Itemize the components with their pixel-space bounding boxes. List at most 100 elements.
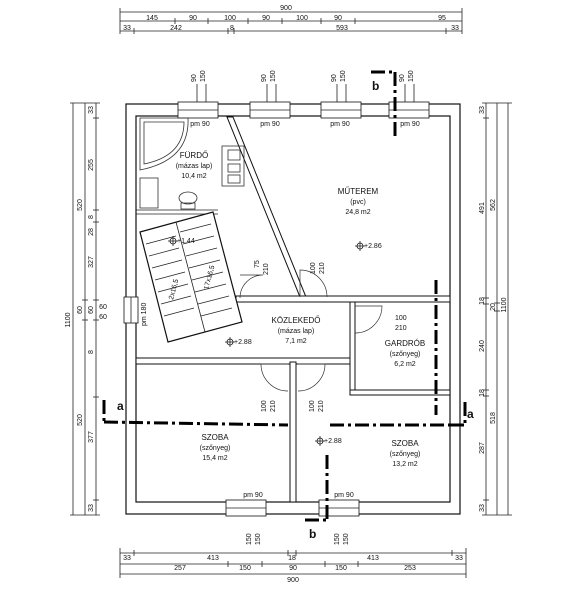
dim-top-segment: 100 bbox=[296, 15, 308, 22]
interior-walls bbox=[135, 116, 451, 503]
room-name: SZOBA bbox=[201, 433, 229, 442]
dim-bottom-segment: 150 bbox=[335, 565, 347, 572]
window bbox=[249, 101, 291, 119]
dim-top-segment: 90 bbox=[262, 15, 270, 22]
window-label: pm 90 bbox=[260, 121, 280, 128]
window-dim: 90 bbox=[331, 74, 338, 82]
window bbox=[177, 101, 219, 119]
section-line-a: a a bbox=[102, 280, 474, 427]
level-marker: +2.88 bbox=[225, 337, 252, 347]
window-dim: 150 bbox=[340, 70, 347, 82]
room-area: 10,4 m2 bbox=[181, 173, 206, 180]
window bbox=[318, 499, 360, 517]
dim-bottom-segment: 90 bbox=[289, 565, 297, 572]
window-dims-top: 90 150 90 150 90 150 90 150 bbox=[191, 70, 415, 103]
staircase: 2x16,5 17x16,5 bbox=[139, 211, 243, 343]
level-marker: +2.88 bbox=[315, 436, 342, 446]
bathroom-fixtures bbox=[139, 117, 245, 210]
dim-right-segment: 33 bbox=[479, 504, 486, 512]
level-value: +2.88 bbox=[234, 339, 252, 346]
dim-bottom-segment: 253 bbox=[404, 565, 416, 572]
door-dim: 210 bbox=[395, 325, 407, 332]
dim-left-segment: 377 bbox=[88, 431, 95, 443]
window-dim: 90 bbox=[261, 74, 268, 82]
door-dim: 210 bbox=[263, 263, 270, 275]
room-gardrob: GARDRÓB (szőnyeg) 6,2 m2 bbox=[385, 339, 425, 368]
dim-right-segment: 18 bbox=[479, 389, 486, 397]
bathtub bbox=[139, 117, 189, 171]
dim-top-segment: 33 bbox=[451, 25, 459, 32]
window-label: pm 180 bbox=[141, 303, 148, 326]
door-dim: 100 bbox=[261, 400, 268, 412]
dim-left-segment: 520 bbox=[77, 199, 84, 211]
door-dim: 75 bbox=[254, 260, 261, 268]
doors: 75 210 100 210 100 210 100 210 100 210 bbox=[239, 260, 407, 412]
washbasin bbox=[221, 145, 245, 187]
room-name: MŰTEREM bbox=[338, 187, 379, 196]
room-area: 7,1 m2 bbox=[285, 338, 307, 345]
dim-left-segment: 28 bbox=[88, 228, 95, 236]
window-label: pm 90 bbox=[243, 492, 263, 499]
dim-right-segment: 240 bbox=[479, 340, 486, 352]
room-szoba-right: SZOBA (szőnyeg) 13,2 m2 bbox=[390, 439, 421, 468]
dim-bottom-total: 900 bbox=[287, 577, 299, 584]
room-kozlekedo: KÖZLEKEDŐ (mázas lap) 7,1 m2 bbox=[272, 316, 321, 345]
room-furdo: FÜRDŐ (mázas lap) 10,4 m2 bbox=[176, 151, 213, 180]
right-dimensions: 33 491 18 240 18 287 33 562 20 518 1100 bbox=[479, 102, 512, 516]
dim-left-segment: 33 bbox=[88, 106, 95, 114]
level-marker: +2.86 bbox=[355, 241, 382, 251]
dim-top-segment: 100 bbox=[224, 15, 236, 22]
room-floor: (szőnyeg) bbox=[390, 451, 421, 458]
dim-left-total: 1100 bbox=[65, 312, 72, 327]
dim-right-segment: 33 bbox=[479, 106, 486, 114]
room-floor: (szőnyeg) bbox=[390, 351, 421, 358]
top-dimensions: 900 145 90 100 90 100 90 95 33 242 8 593… bbox=[119, 5, 463, 34]
window-label: pm 90 bbox=[330, 121, 350, 128]
dim-left-segment: 255 bbox=[88, 159, 95, 171]
room-floor: (szőnyeg) bbox=[200, 445, 231, 452]
window bbox=[123, 296, 139, 324]
room-floor: (pvc) bbox=[350, 199, 366, 206]
window-dim: 90 bbox=[399, 74, 406, 82]
door-dim: 100 bbox=[395, 315, 407, 322]
room-name: GARDRÓB bbox=[385, 339, 425, 348]
room-area: 15,4 m2 bbox=[202, 455, 227, 462]
room-name: SZOBA bbox=[391, 439, 419, 448]
window-labels: pm 90 pm 90 pm 90 pm 90 pm 90 pm 90 pm 1… bbox=[99, 121, 420, 499]
dim-right-segment: 491 bbox=[479, 202, 486, 214]
dim-right-segment: 518 bbox=[490, 412, 497, 424]
door-dim: 100 bbox=[310, 262, 317, 274]
section-label: a bbox=[117, 399, 124, 413]
dim-top-segment: 90 bbox=[334, 15, 342, 22]
dim-bottom-segment: 413 bbox=[367, 555, 379, 562]
window-label: 60 bbox=[99, 314, 107, 321]
dim-window-bottom: 150 bbox=[246, 533, 253, 545]
dim-window-bottom: 150 bbox=[343, 533, 350, 545]
dim-left-segment: 327 bbox=[88, 256, 95, 268]
dim-left-segment: 520 bbox=[77, 414, 84, 426]
dim-right-total: 1100 bbox=[501, 297, 508, 312]
dim-bottom-segment: 18 bbox=[288, 555, 296, 562]
section-label: a bbox=[467, 407, 474, 421]
dim-left-segment: 8 bbox=[88, 215, 95, 219]
room-floor: (mázas lap) bbox=[176, 163, 213, 170]
room-area: 24,8 m2 bbox=[345, 209, 370, 216]
window bbox=[320, 101, 362, 119]
dim-left-segment: 60 bbox=[77, 306, 84, 314]
dim-top-segment: 145 bbox=[146, 15, 158, 22]
dim-bottom-segment: 257 bbox=[174, 565, 186, 572]
dim-right-segment: 287 bbox=[479, 442, 486, 454]
dim-top-segment: 242 bbox=[170, 25, 182, 32]
dim-top-segment: 8 bbox=[230, 25, 234, 32]
room-floor: (mázas lap) bbox=[278, 328, 315, 335]
dim-bottom-segment: 413 bbox=[207, 555, 219, 562]
bottom-dimensions: 33 413 18 413 33 257 150 90 150 253 900 … bbox=[119, 533, 467, 584]
window-label: 60 bbox=[99, 304, 107, 311]
dim-left-segment: 33 bbox=[88, 504, 95, 512]
toilet bbox=[178, 191, 198, 210]
dim-left-segment: 60 bbox=[88, 306, 95, 314]
dim-top-segment: 33 bbox=[123, 25, 131, 32]
level-value: +1.44 bbox=[177, 238, 195, 245]
dim-bottom-segment: 33 bbox=[123, 555, 131, 562]
